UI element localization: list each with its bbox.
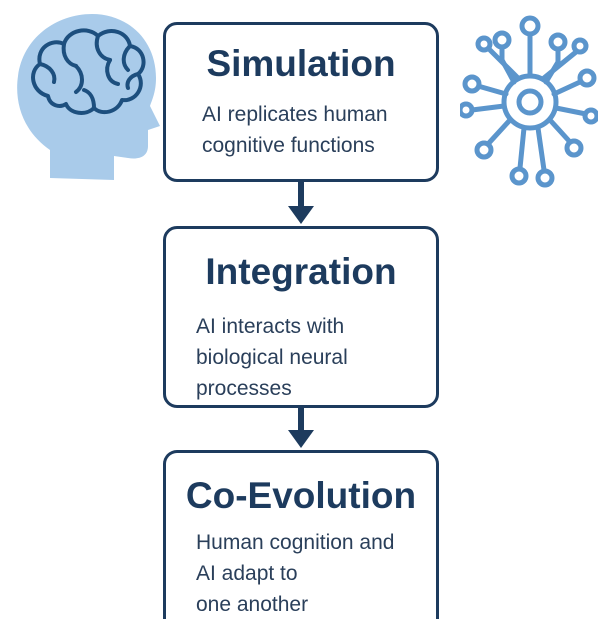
step-description: AI interacts with biological neural proc… (196, 315, 348, 400)
human-head-with-brain-icon (17, 14, 160, 180)
down-arrow-icon (288, 182, 314, 224)
step-title: Co-Evolution (185, 475, 417, 516)
step-integration-box: Integration AI interacts with biological… (163, 226, 439, 408)
step-co-evolution-box: Co-Evolution Human cognition and AI adap… (163, 450, 439, 619)
step-title: Simulation (206, 43, 396, 84)
down-arrow-icon (288, 408, 314, 448)
step-title: Integration (205, 251, 397, 292)
step-description: AI replicates human cognitive functions (202, 103, 388, 157)
step-description: Human cognition and AI adapt to one anot… (196, 531, 395, 616)
step-simulation-box: Simulation AI replicates human cognitive… (163, 22, 439, 182)
neural-network-chip-icon (460, 15, 598, 188)
